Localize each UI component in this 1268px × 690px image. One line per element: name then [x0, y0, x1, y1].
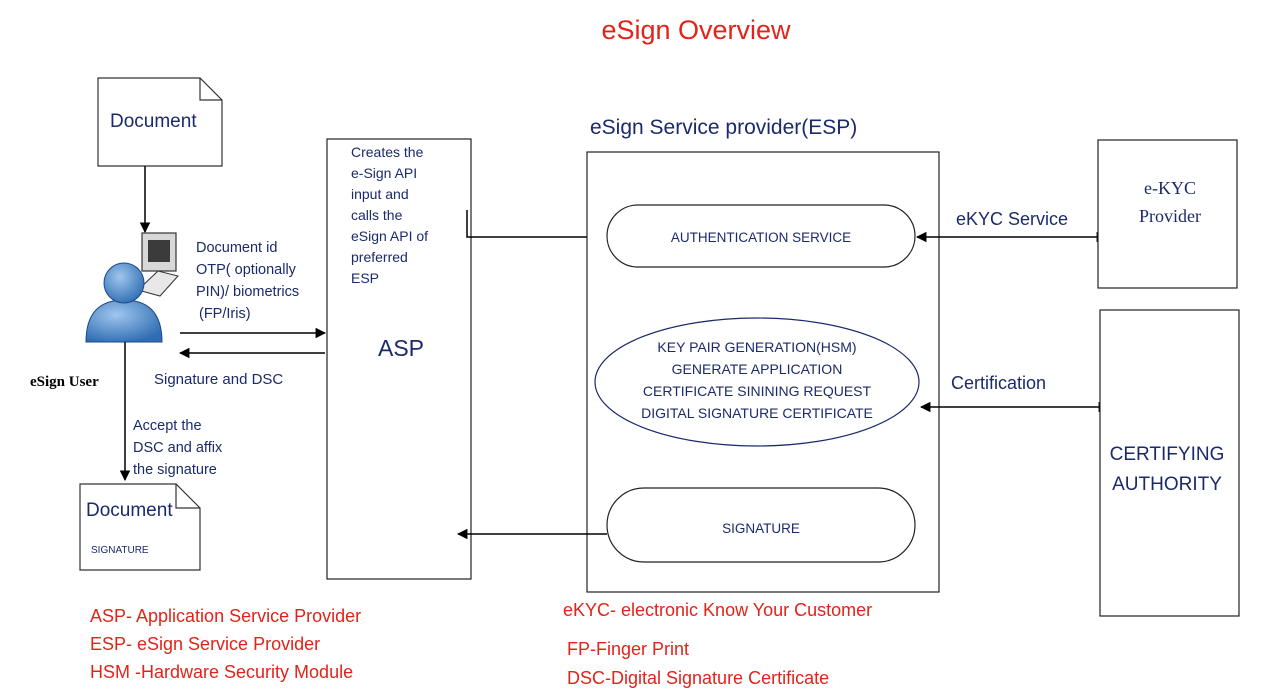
ekyc-provider-text-1: e-KYC [1144, 178, 1196, 198]
accept-text-2: DSC and affix [133, 440, 223, 456]
document-signature-label: SIGNATURE [91, 545, 149, 556]
asp-desc-3: input and [351, 186, 409, 202]
asp-to-auth-arrow [466, 210, 607, 243]
signature-label: SIGNATURE [722, 521, 800, 536]
keypair-ellipse [594, 317, 920, 447]
auth-service-label: AUTHENTICATION SERVICE [671, 230, 851, 245]
asp-desc-2: e-Sign API [351, 165, 417, 181]
asp-label: ASP [378, 335, 424, 361]
keypair-text-3: CERTIFICATE SININING REQUEST [643, 383, 872, 399]
ca-text-1: CERTIFYING [1110, 444, 1225, 465]
asp-desc-7: ESP [351, 270, 379, 286]
keypair-text-1: KEY PAIR GENERATION(HSM) [657, 339, 856, 355]
esign-user-label: eSign User [30, 374, 99, 390]
ekyc-service-label: eKYC Service [956, 209, 1068, 229]
esp-title: eSign Service provider(ESP) [590, 116, 857, 139]
signature-box [606, 487, 916, 563]
keypair-text-2: GENERATE APPLICATION [672, 361, 843, 377]
legend-right-1: eKYC- electronic Know Your Customer [563, 600, 872, 620]
asp-to-user-text: Signature and DSC [154, 371, 283, 388]
esign-user-icon [85, 262, 163, 343]
ekyc-provider-box [1097, 139, 1238, 289]
document-top: Document [97, 77, 223, 167]
certifying-authority-box [1099, 309, 1240, 617]
asp-desc-6: preferred [351, 249, 408, 265]
certification-label: Certification [951, 373, 1046, 393]
ekyc-provider-text-2: Provider [1139, 206, 1201, 226]
user-to-asp-text-1: Document id [196, 240, 277, 256]
diagram-title: eSign Overview [601, 15, 791, 45]
user-to-asp-text-3: PIN)/ biometrics [196, 284, 299, 300]
asp-desc-5: eSign API of [351, 228, 428, 244]
legend-left-1: ASP- Application Service Provider [90, 606, 361, 626]
user-to-asp-text-4: (FP/Iris) [199, 306, 251, 322]
user-computer-icon [137, 232, 179, 297]
ca-text-2: AUTHORITY [1112, 474, 1222, 495]
accept-text-1: Accept the [133, 418, 202, 434]
legend-right-2: FP-Finger Print [567, 639, 689, 659]
document-bottom-label: Document [86, 500, 173, 521]
keypair-text-4: DIGITAL SIGNATURE CERTIFICATE [641, 405, 873, 421]
asp-box [326, 138, 472, 580]
user-to-asp-text-2: OTP( optionally [196, 262, 297, 278]
asp-desc-4: calls the [351, 207, 403, 223]
document-bottom: Document SIGNATURE [79, 483, 201, 571]
auth-service-box [606, 204, 916, 268]
legend-left-3: HSM -Hardware Security Module [90, 662, 353, 682]
asp-desc-1: Creates the [351, 144, 424, 160]
legend-left-2: ESP- eSign Service Provider [90, 634, 320, 654]
document-top-label: Document [110, 111, 197, 132]
accept-text-3: the signature [133, 462, 217, 478]
legend-right-3: DSC-Digital Signature Certificate [567, 668, 829, 688]
